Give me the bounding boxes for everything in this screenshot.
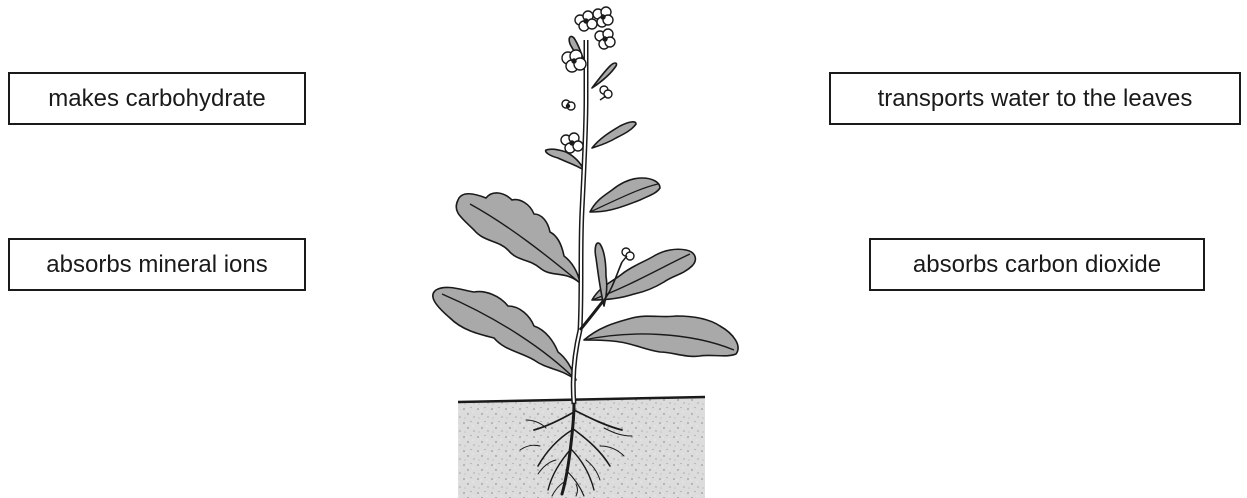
flower-bud-small [562, 100, 575, 110]
plant-illustration [420, 0, 760, 498]
stem [573, 40, 622, 404]
leaf-top-right [592, 63, 617, 88]
soil-region [458, 397, 705, 498]
leaf-small-upper-left [546, 149, 584, 170]
label-absorbs-mineral-ions[interactable]: absorbs mineral ions [8, 238, 306, 291]
label-transports-water[interactable]: transports water to the leaves [829, 72, 1241, 125]
flower-lower [561, 133, 583, 153]
flower-mid [562, 50, 586, 72]
flower-upper [595, 29, 615, 49]
label-makes-carbohydrate[interactable]: makes carbohydrate [8, 72, 306, 125]
leaf-lower-left [433, 287, 576, 380]
leaf-middle-right [592, 249, 695, 300]
flower-bud-right [600, 86, 612, 100]
flower-side-bud [622, 248, 634, 262]
leaf-small-upper-right [592, 122, 636, 148]
label-absorbs-carbon-dioxide[interactable]: absorbs carbon dioxide [869, 238, 1205, 291]
